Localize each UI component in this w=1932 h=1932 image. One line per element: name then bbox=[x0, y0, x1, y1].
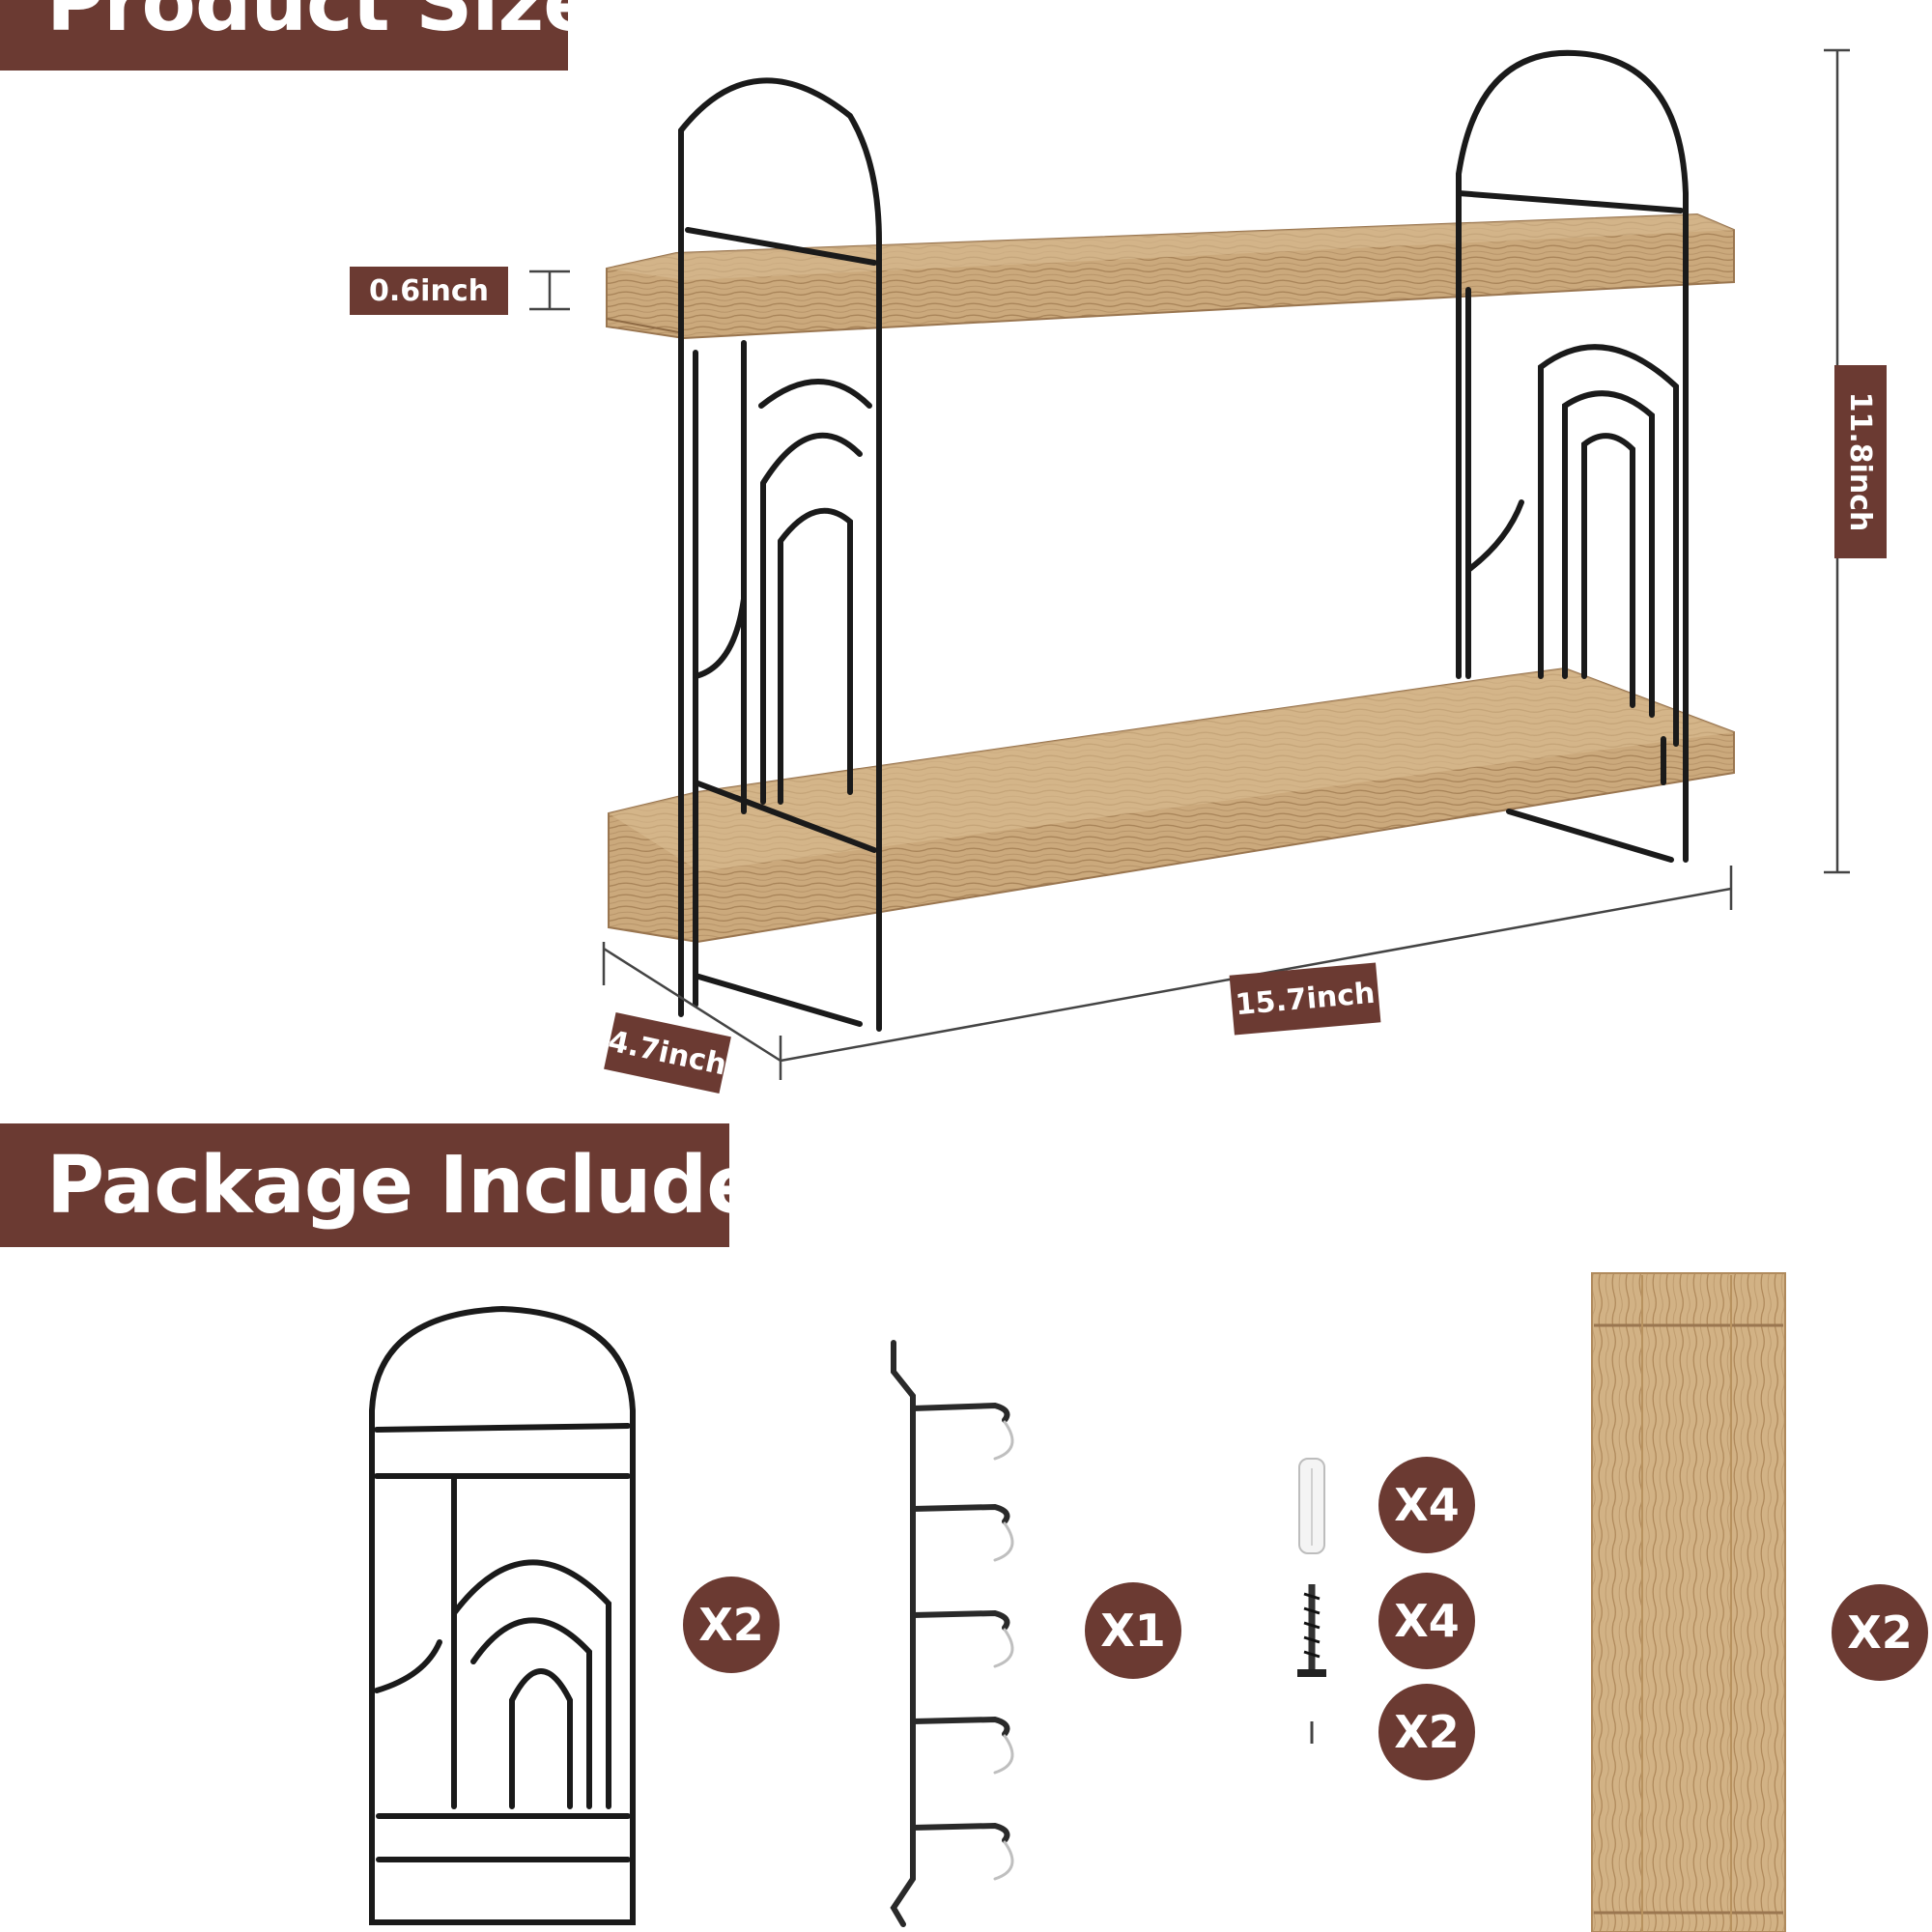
width-label: 15.7inch bbox=[1229, 962, 1381, 1036]
shelf-illustration bbox=[606, 49, 1735, 1032]
wall-hanging-rail-icon bbox=[890, 1340, 1014, 1927]
package-include-heading: Package Include bbox=[0, 1123, 729, 1247]
height-label: 11.8inch bbox=[1834, 365, 1887, 558]
left-bracket bbox=[678, 77, 882, 1032]
quantity-badge-anchor: X4 bbox=[1378, 1457, 1475, 1553]
quantity-badge-small-screw: X2 bbox=[1378, 1684, 1475, 1780]
product-size-heading: Product Size bbox=[0, 0, 568, 71]
wooden-board-icon bbox=[1591, 1272, 1786, 1932]
bottom-board bbox=[608, 667, 1735, 944]
screw-icon bbox=[1297, 1584, 1326, 1677]
quantity-badge-rail: X1 bbox=[1085, 1582, 1181, 1679]
right-bracket bbox=[1456, 49, 1689, 863]
wall-anchor-icon bbox=[1298, 1458, 1325, 1554]
quantity-badge-bracket: X2 bbox=[683, 1577, 780, 1673]
quantity-badge-screw: X4 bbox=[1378, 1573, 1475, 1669]
top-board bbox=[606, 213, 1735, 340]
quantity-badge-board: X2 bbox=[1832, 1584, 1928, 1681]
metal-bracket-icon bbox=[369, 1305, 636, 1925]
thickness-label: 0.6inch bbox=[350, 267, 508, 315]
